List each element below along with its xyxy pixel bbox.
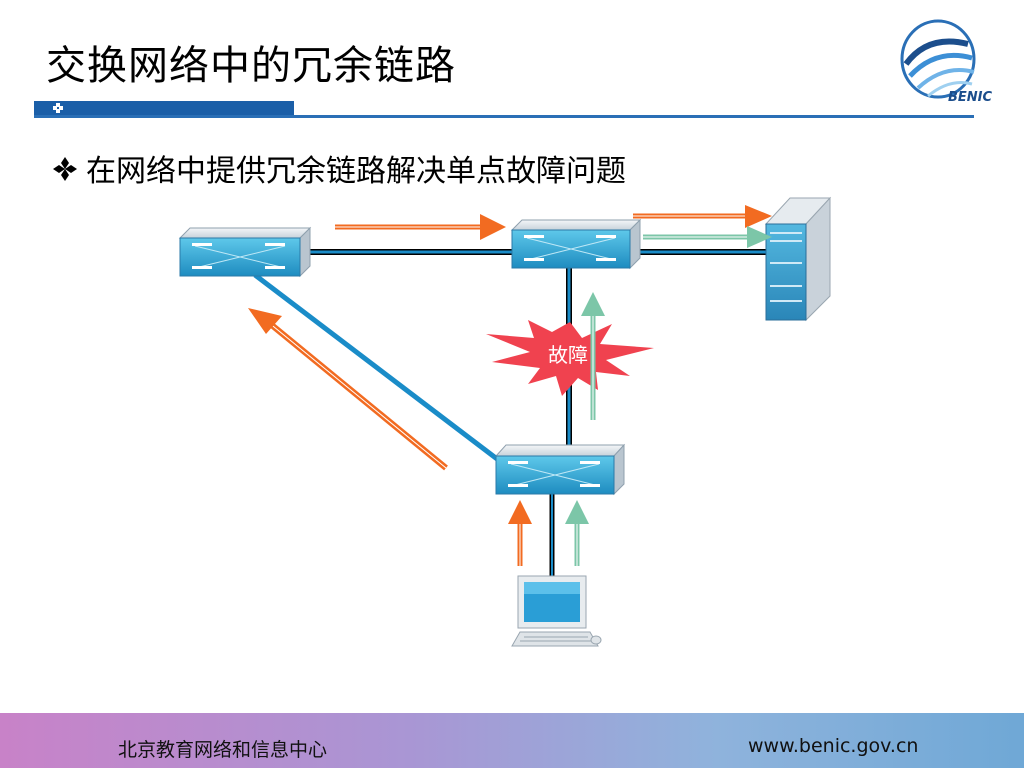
title-accent-bar	[34, 101, 294, 115]
switch-2-icon	[510, 218, 642, 270]
green-arrow-up-from-pc	[565, 500, 589, 566]
orange-arrow-diagonal	[248, 308, 448, 471]
bullet-point: 在网络中提供冗余链路解决单点故障问题	[50, 146, 626, 190]
title-underline	[34, 115, 974, 118]
footer-organization: 北京教育网络和信息中心	[118, 739, 328, 761]
link-switch1-switch3	[253, 273, 507, 467]
failure-burst-icon	[486, 320, 654, 396]
switch-3-icon	[494, 443, 626, 496]
footer-website: www.benic.gov.cn	[748, 735, 919, 757]
failure-label: 故障	[548, 343, 588, 367]
switch-1-icon	[178, 226, 312, 278]
diamond-bullet-icon	[53, 157, 77, 181]
server-icon	[764, 196, 832, 322]
diamond-mark-icon	[53, 103, 63, 113]
orange-arrow-top-right	[335, 214, 506, 240]
green-arrow-up-vertical	[581, 292, 605, 420]
pc-icon	[511, 575, 602, 647]
orange-arrow-up-from-pc	[508, 500, 532, 566]
orange-arrow-to-server	[633, 205, 772, 228]
benic-logo-icon	[900, 19, 976, 99]
bullet-text: 在网络中提供冗余链路解决单点故障问题	[86, 154, 626, 189]
footer-bar	[0, 713, 1024, 768]
slide-title: 交换网络中的冗余链路	[46, 43, 456, 89]
green-arrow-to-server	[643, 226, 772, 248]
logo-text: BENIC	[948, 90, 993, 105]
